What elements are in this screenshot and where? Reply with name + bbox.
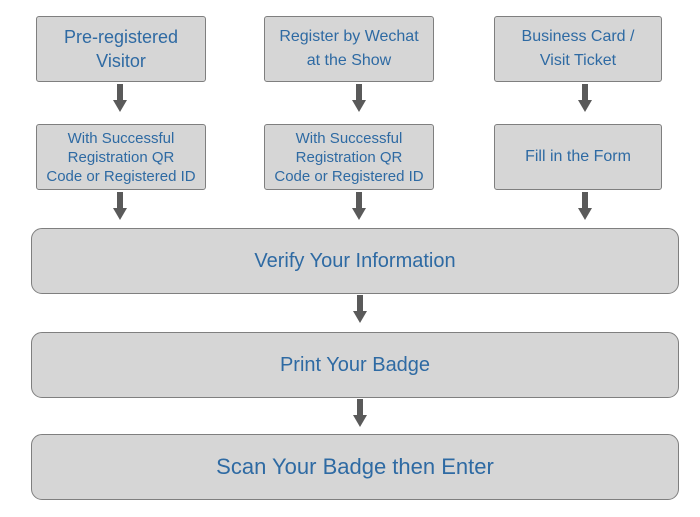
arrow-down-icon: [578, 192, 592, 222]
register-by-wechat-line2: at the Show: [306, 52, 392, 69]
verify-information-box: Verify Your Information: [31, 228, 679, 294]
print-badge-box: Print Your Badge: [31, 332, 679, 398]
successful-registration-line2: Registration QR: [295, 148, 403, 166]
register-by-wechat-line1: Register by Wechat: [279, 28, 419, 45]
preregistered-visitor-line1: Pre-registered: [63, 27, 179, 47]
arrow-down-icon: [353, 399, 367, 429]
preregistered-visitor-line2: Visitor: [96, 51, 146, 71]
register-by-wechat-box: Register by Wechat at the Show: [264, 16, 434, 82]
arrow-down-icon: [578, 84, 592, 114]
arrow-down-icon: [352, 192, 366, 222]
arrow-down-icon: [113, 192, 127, 222]
preregistered-visitor-box: Pre-registered Visitor: [36, 16, 206, 82]
fill-in-form-box: Fill in the Form: [494, 124, 662, 190]
successful-registration-line3: Code or Registered ID: [46, 167, 196, 185]
arrow-down-icon: [352, 84, 366, 114]
successful-registration-line1: With Successful: [67, 129, 175, 147]
successful-registration-line1: With Successful: [295, 129, 403, 147]
scan-badge-enter-box: Scan Your Badge then Enter: [31, 434, 679, 500]
arrow-down-icon: [353, 295, 367, 325]
arrow-down-icon: [113, 84, 127, 114]
business-card-box: Business Card / Visit Ticket: [494, 16, 662, 82]
successful-registration-line2: Registration QR: [67, 148, 175, 166]
business-card-line1: Business Card /: [521, 28, 635, 45]
successful-registration-box-2: With Successful Registration QR Code or …: [264, 124, 434, 190]
print-badge-label: Print Your Badge: [279, 353, 431, 376]
fill-in-form-label: Fill in the Form: [525, 148, 631, 165]
successful-registration-box-1: With Successful Registration QR Code or …: [36, 124, 206, 190]
verify-information-label: Verify Your Information: [254, 249, 456, 272]
scan-badge-enter-label: Scan Your Badge then Enter: [216, 454, 494, 479]
successful-registration-line3: Code or Registered ID: [274, 167, 424, 185]
business-card-line2: Visit Ticket: [539, 52, 617, 69]
